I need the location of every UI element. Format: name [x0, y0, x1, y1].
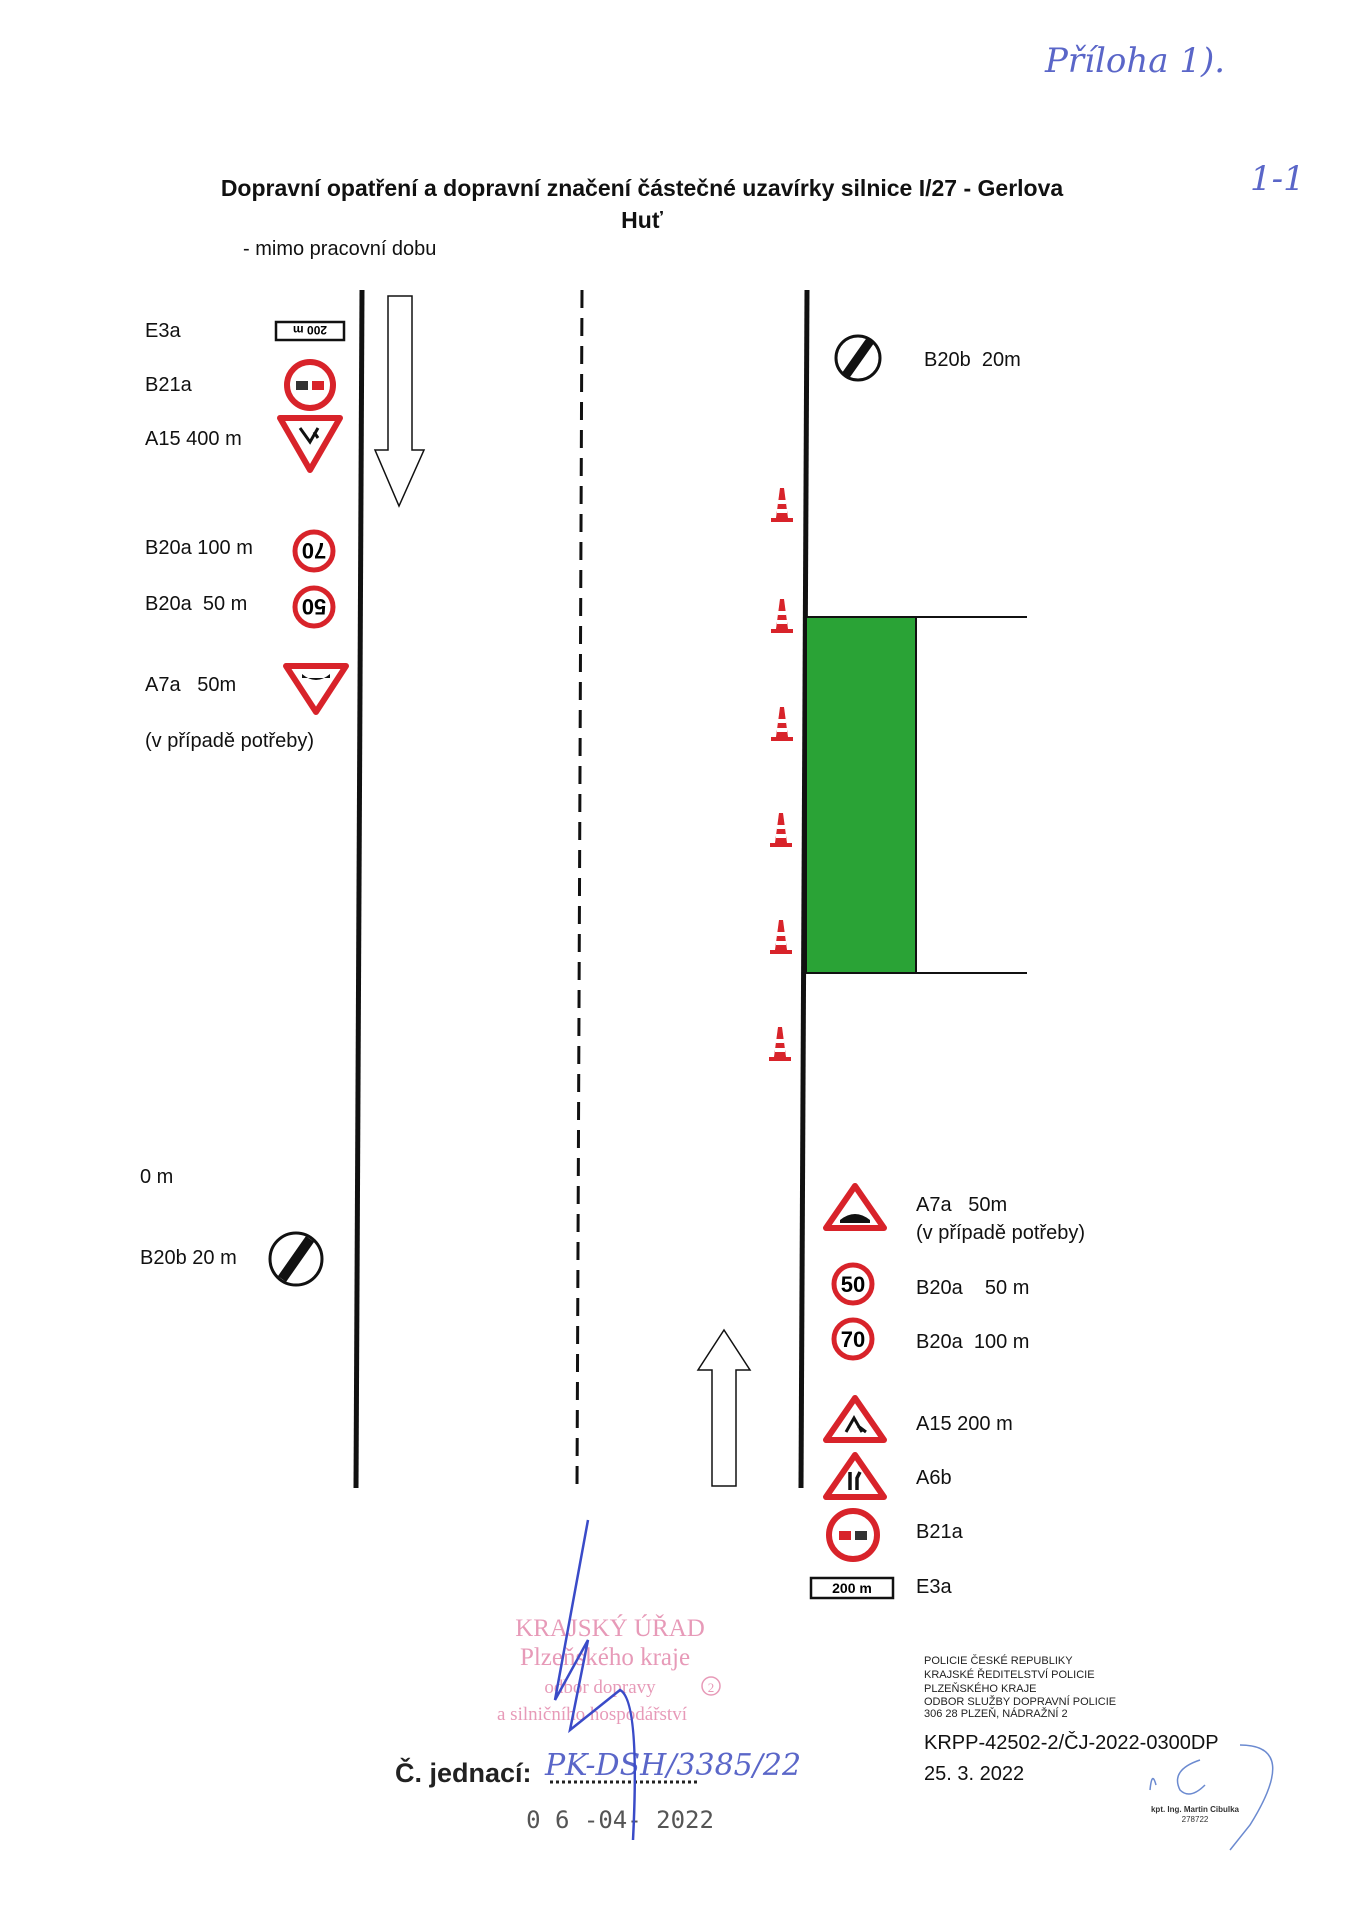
police-line: ODBOR SLUŽBY DOPRAVNÍ POLICIE	[924, 1695, 1116, 1708]
regional-office-stamp: KRAJSKÝ ÚŘAD Plzeňského kraje odbor dopr…	[497, 1614, 721, 1725]
svg-text:2: 2	[708, 1680, 715, 1695]
a15-roadworks-sign	[823, 1395, 887, 1443]
left-label-a15: A15 400 m	[145, 428, 242, 450]
signature-mark	[553, 1519, 637, 1841]
cone-icon	[771, 599, 793, 633]
right-label-e3a: E3a	[916, 1576, 952, 1598]
svg-text:70: 70	[302, 538, 326, 563]
svg-text:70: 70	[841, 1327, 865, 1352]
cone-icon	[770, 813, 792, 847]
b20b-end-of-limit-sign	[834, 334, 882, 382]
police-line: 306 28 PLZEŇ, NÁDRAŽNÍ 2	[924, 1707, 1068, 1720]
police-date: 25. 3. 2022	[924, 1763, 1024, 1785]
a7a-uneven-road-sign	[823, 1183, 887, 1231]
b20a-speed-limit-50-sign: 50	[292, 585, 336, 629]
cone-icon	[771, 488, 793, 522]
left-label-b21a: B21a	[145, 374, 193, 396]
svg-text:50: 50	[841, 1272, 865, 1297]
a7a-uneven-road-sign	[283, 663, 349, 715]
police-line: KRAJSKÉ ŘEDITELSTVÍ POLICIE	[924, 1668, 1095, 1681]
police-line: POLICIE ČESKÉ REPUBLIKY	[924, 1654, 1073, 1667]
b21a-no-overtaking-sign	[826, 1508, 880, 1562]
down-arrow-icon	[373, 295, 426, 508]
left-label-e3a: E3a	[145, 320, 181, 342]
svg-text:200 m: 200 m	[832, 1580, 872, 1596]
document-title: Dopravní opatření a dopravní značení čás…	[221, 175, 1064, 201]
svg-text:KRAJSKÝ ÚŘAD: KRAJSKÝ ÚŘAD	[515, 1614, 705, 1642]
cone-icon	[770, 920, 792, 954]
signatory-id: 278722	[1182, 1815, 1209, 1824]
cone-icon	[771, 707, 793, 741]
top-right-label: B20b 20m	[924, 349, 1021, 371]
left-label-a7a: A7a 50m	[145, 674, 236, 696]
center-dashed-line	[575, 289, 584, 1489]
right-label-a15: A15 200 m	[916, 1413, 1013, 1435]
right-label-b20a-50: B20a 50 m	[916, 1277, 1029, 1299]
traffic-cones	[769, 488, 793, 1061]
police-reference: KRPP-42502-2/ČJ-2022-0300DP	[924, 1731, 1219, 1754]
handwritten-annex: Příloha 1).	[1044, 41, 1225, 81]
b20a-speed-limit-70-sign: 70	[292, 529, 336, 573]
right-label-note: (v případě potřeby)	[916, 1222, 1085, 1244]
b20a-speed-limit-50-sign: 50	[831, 1262, 875, 1306]
svg-text:Plzeňského kraje: Plzeňského kraje	[520, 1644, 690, 1671]
svg-text:200 m: 200 m	[293, 323, 327, 337]
right-label-a7a: A7a 50m	[916, 1194, 1007, 1216]
a15-roadworks-sign	[277, 415, 343, 473]
b21a-no-overtaking-sign	[284, 359, 336, 411]
work-zone	[805, 616, 917, 974]
e3a-plate-sign: 200 m	[274, 320, 346, 342]
received-date-stamp: 0 6 -04- 2022	[526, 1806, 714, 1834]
signatory-name: kpt. Ing. Martin Cibulka	[1151, 1805, 1240, 1814]
bottom-left-label: B20b 20 m	[140, 1247, 237, 1269]
left-label-b20a-100: B20a 100 m	[145, 537, 253, 559]
b20b-end-of-limit-sign	[268, 1231, 324, 1287]
police-signature	[1149, 1744, 1274, 1851]
e3a-plate-sign: 200 m	[809, 1576, 895, 1600]
handwritten-ref-number: PK-DSH/3385/22	[544, 1748, 801, 1783]
left-label-b20a-50: B20a 50 m	[145, 593, 247, 615]
svg-text:odbor dopravy: odbor dopravy	[544, 1677, 656, 1698]
document-title-line2: Huť	[621, 207, 664, 233]
up-arrow-icon	[696, 1328, 752, 1487]
document-subtitle: - mimo pracovní dobu	[243, 238, 436, 260]
right-label-b21a: B21a	[916, 1521, 964, 1543]
b20a-speed-limit-70-sign: 70	[831, 1317, 875, 1361]
svg-text:50: 50	[302, 594, 326, 619]
zero-distance-label: 0 m	[140, 1166, 173, 1188]
cone-icon	[769, 1027, 791, 1061]
svg-text:a silničního hospodářství: a silničního hospodářství	[497, 1704, 688, 1725]
right-road-edge	[798, 289, 810, 1489]
left-label-note: (v případě potřeby)	[145, 730, 314, 752]
handwritten-page-number: 1-1	[1250, 159, 1305, 199]
left-road-edge	[353, 289, 365, 1489]
a6b-road-narrowing-sign	[823, 1452, 887, 1500]
right-label-b20a-100: B20a 100 m	[916, 1331, 1029, 1353]
police-line: PLZEŇSKÉHO KRAJE	[924, 1682, 1036, 1695]
reference-label: Č. jednací:	[395, 1757, 532, 1788]
right-label-a6b: A6b	[916, 1467, 952, 1489]
